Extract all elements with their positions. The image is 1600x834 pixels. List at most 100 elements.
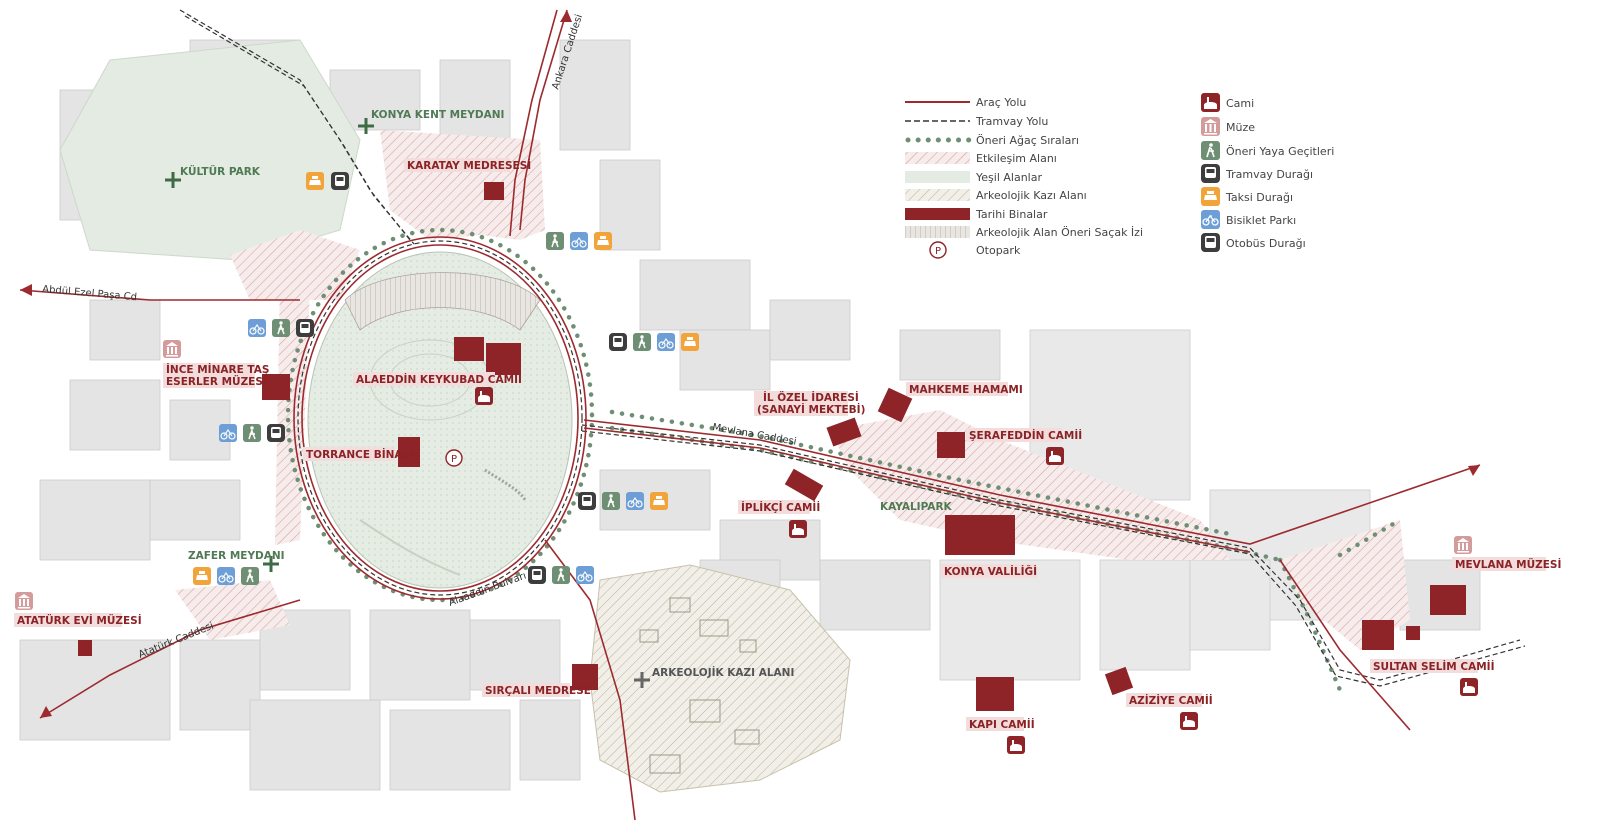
- legend-canopy-label: Arkeolojik Alan Öneri Saçak İzi: [976, 226, 1143, 239]
- alaeddin-hill-park: [307, 251, 573, 589]
- valilik-building: [945, 515, 1015, 555]
- bus-icon: [1201, 233, 1220, 252]
- label-torrance-binasi: TORRANCE BİNASI: [306, 447, 414, 461]
- street-abdul-ezel: Abdül Ezel Paşa Cd: [42, 284, 138, 303]
- label-alaeddin-camii: ALAEDDİN KEYKUBAD CAMİİ: [356, 372, 522, 386]
- label-kultur-park: KÜLTÜR PARK: [180, 164, 261, 178]
- il-ozel-building: [826, 417, 862, 447]
- bike-icon: [1201, 210, 1220, 229]
- legend-mosque-label: Cami: [1226, 97, 1254, 110]
- label-serafeddin-camii: ŞERAFEDDİN CAMİİ: [969, 428, 1082, 442]
- legend-bike-label: Bisiklet Parkı: [1226, 214, 1296, 227]
- label-sultan-selim-camii: SULTAN SELİM CAMİİ: [1373, 659, 1495, 673]
- kultur-park-marker: [165, 172, 181, 188]
- pedestrian-icon: [241, 567, 259, 585]
- legend-pedestrian-label: Öneri Yaya Geçitleri: [1226, 145, 1334, 158]
- aziziye-building: [1104, 666, 1134, 696]
- mosque-icon: [789, 520, 807, 538]
- taxi-icon: [681, 333, 699, 351]
- pedestrian-icon: [633, 333, 651, 351]
- map-parking-letter: P: [451, 454, 457, 465]
- label-kayalipark: KAYALIPARK: [880, 501, 953, 513]
- taxi-icon: [193, 567, 211, 585]
- legend-historic-swatch: [905, 208, 970, 220]
- square-markers: [165, 118, 650, 688]
- legend-excavation-label: Arkeolojik Kazı Alanı: [976, 189, 1087, 202]
- museum-icon: [1454, 536, 1472, 554]
- legend-trees-label: Öneri Ağaç Sıraları: [976, 134, 1079, 147]
- legend-bus-label: Otobüs Durağı: [1226, 237, 1306, 250]
- label-zafer-meydani: ZAFER MEYDANI: [188, 550, 285, 562]
- legend-left: P Araç Yolu Tramvay Yolu Öneri Ağaç Sıra…: [905, 96, 1143, 259]
- legend-excavation-swatch: [905, 189, 970, 201]
- mosque-icon: [1460, 678, 1478, 696]
- interaction-zones: [175, 130, 1410, 650]
- kapi-building: [976, 677, 1014, 711]
- serafeddin-building: [937, 432, 965, 458]
- label-kapi-camii: KAPI CAMİİ: [969, 717, 1035, 731]
- tram-icon: [331, 172, 349, 190]
- legend-parking-label: Otopark: [976, 244, 1021, 257]
- label-arkeolojik-kazi: ARKEOLOJİK KAZI ALANI: [652, 665, 794, 679]
- tram-icon: [578, 492, 596, 510]
- taxi-icon: [306, 172, 324, 190]
- taxi-icon: [1201, 187, 1220, 206]
- label-karatay-medresesi: KARATAY MEDRESESİ: [407, 158, 531, 172]
- legend-green-label: Yeşil Alanlar: [975, 171, 1042, 184]
- alaeddin-building-b: [486, 343, 521, 375]
- place-labels: KONYA KENT MEYDANI KÜLTÜR PARK ZAFER MEY…: [14, 109, 1561, 731]
- bike-icon: [570, 232, 588, 250]
- bus-icon: [528, 566, 546, 584]
- museum-icon: [1201, 117, 1220, 136]
- legend-museum-label: Müze: [1226, 121, 1255, 134]
- label-il-ozel-2: (SANAYİ MEKTEBİ): [757, 402, 865, 416]
- sultan-selim-annex: [1406, 626, 1420, 640]
- bike-icon: [576, 566, 594, 584]
- bike-icon: [219, 424, 237, 442]
- mosque-icon: [1180, 712, 1198, 730]
- legend-interaction-label: Etkileşim Alanı: [976, 152, 1057, 165]
- tram-lines: [179, 9, 1526, 687]
- zafer-meydani-marker: [263, 556, 279, 572]
- road-arrows: [20, 10, 1480, 718]
- legend-parking-letter: P: [935, 246, 941, 257]
- label-mevlana-muzesi: MEVLANA MÜZESİ: [1455, 557, 1561, 571]
- bus-icon: [609, 333, 627, 351]
- legend-road-label: Araç Yolu: [976, 96, 1026, 109]
- tram-icon: [1201, 164, 1220, 183]
- map-parking: P: [445, 449, 463, 467]
- historic-buildings: [78, 182, 1466, 711]
- label-il-ozel-1: İL ÖZEL İDARESİ: [763, 390, 859, 404]
- iplikci-building: [784, 468, 824, 502]
- label-sircali-medrese: SIRÇALI MEDRESE: [485, 685, 591, 697]
- label-aziziye-camii: AZİZİYE CAMİİ: [1129, 693, 1213, 707]
- map-service-icons: [15, 172, 1478, 754]
- excavation-area: [589, 564, 851, 793]
- ataturk-building: [78, 640, 92, 656]
- pedestrian-icon: [272, 319, 290, 337]
- pedestrian-icon: [546, 232, 564, 250]
- taxi-icon: [650, 492, 668, 510]
- bike-icon: [217, 567, 235, 585]
- pedestrian-icon: [243, 424, 261, 442]
- label-konya-valiligi: KONYA VALİLİĞİ: [944, 564, 1037, 578]
- label-ataturk-muzesi: ATATÜRK EVİ MÜZESİ: [17, 613, 142, 627]
- pedestrian-icon: [602, 492, 620, 510]
- label-iplikci-camii: İPLİKÇİ CAMİİ: [741, 500, 820, 514]
- pedestrian-icon: [1201, 141, 1220, 160]
- label-ince-minare-1: İNCE MİNARE TAŞ: [166, 362, 269, 376]
- label-mahkeme-hamami: MAHKEME HAMAMI: [909, 384, 1023, 396]
- legend-taxi-label: Taksi Durağı: [1225, 191, 1293, 204]
- karatay-building: [484, 182, 504, 200]
- mosque-icon: [475, 387, 493, 405]
- mosque-icon: [1046, 447, 1064, 465]
- ince-minare-building: [262, 374, 290, 400]
- legend-right: Cami Müze Öneri Yaya Geçitleri Tramvay D…: [1201, 93, 1334, 252]
- taxi-icon: [594, 232, 612, 250]
- pedestrian-icon: [552, 566, 570, 584]
- legend-interaction-swatch: [905, 152, 970, 164]
- sircali-building: [572, 664, 598, 690]
- legend-tram-stop-label: Tramvay Durağı: [1225, 168, 1313, 181]
- bike-icon: [657, 333, 675, 351]
